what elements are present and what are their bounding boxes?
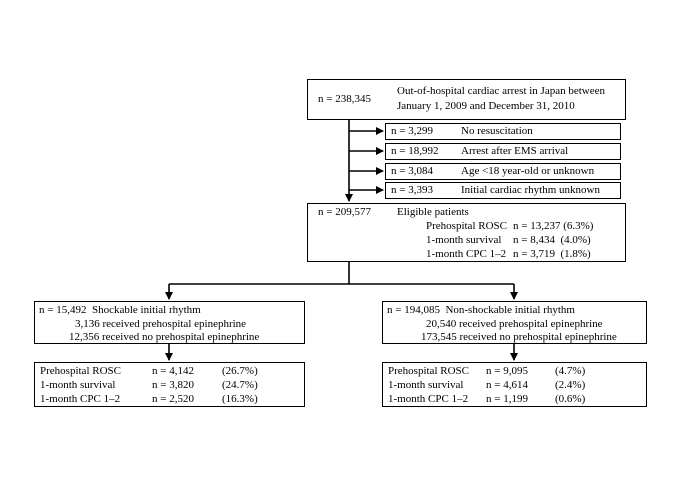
nonshockable-header: n = 194,085 Non-shockable initial rhythm [387,304,575,316]
eligible-n: n = 209,577 [318,206,371,218]
nonshockable-outcomes-box [382,362,647,407]
eligible-row-value-3: n = 3,719 (1.8%) [513,248,591,260]
exclusion-n-1: n = 3,299 [391,125,433,137]
exclusion-label-2: Arrest after EMS arrival [461,145,569,157]
exclusion-label-4: Initial cardiac rhythm unknown [461,184,600,196]
exclusion-n-2: n = 18,992 [391,145,439,157]
shockable-outcomes-box [34,362,305,407]
eligible-row-value-2: n = 8,434 (4.0%) [513,234,591,246]
eligible-row-value-1: n = 13,237 (6.3%) [513,220,594,232]
shockable-outcome-n-2: n = 3,820 [152,379,194,391]
nonshockable-outcome-n-3: n = 1,199 [486,393,528,405]
nonshockable-outcome-label-3: 1-month CPC 1–2 [388,393,469,405]
eligible-row-label-1: Prehospital ROSC [426,220,507,232]
shockable-box [34,301,305,344]
exclusion-n-4: n = 3,393 [391,184,433,196]
nonshockable-outcome-pct-1: (4.7%) [555,365,586,377]
exclusion-box-3 [385,163,621,180]
shockable-no-epinephrine: 12,356 received no prehospital epinephri… [69,331,260,343]
nonshockable-box [382,301,647,344]
shockable-outcome-pct-3: (16.3%) [222,393,258,405]
eligible-row-label-2: 1-month survival [426,234,502,246]
nonshockable-outcome-pct-2: (2.4%) [555,379,586,391]
total-description-line2: January 1, 2009 and December 31, 2010 [397,100,575,112]
exclusion-n-3: n = 3,084 [391,165,433,177]
exclusion-box-4 [385,182,621,199]
total-description-line1: Out-of-hospital cardiac arrest in Japan … [397,85,605,97]
eligible-label: Eligible patients [397,206,469,218]
nonshockable-outcome-pct-3: (0.6%) [555,393,586,405]
shockable-outcome-pct-2: (24.7%) [222,379,258,391]
shockable-epinephrine: 3,136 received prehospital epinephrine [75,318,247,330]
exclusion-box-2 [385,143,621,160]
shockable-outcome-label-1: Prehospital ROSC [40,365,121,377]
exclusion-label-3: Age <18 year-old or unknown [461,165,595,177]
nonshockable-outcome-n-2: n = 4,614 [486,379,528,391]
shockable-outcome-label-3: 1-month CPC 1–2 [40,393,121,405]
nonshockable-outcome-label-2: 1-month survival [388,379,464,391]
shockable-header: n = 15,492 Shockable initial rhythm [39,304,201,316]
nonshockable-outcome-n-1: n = 9,095 [486,365,528,377]
shockable-outcome-pct-1: (26.7%) [222,365,258,377]
total-population-box [307,79,626,120]
nonshockable-no-epinephrine: 173,545 received no prehospital epinephr… [421,331,617,343]
shockable-outcome-n-1: n = 4,142 [152,365,194,377]
total-n: n = 238,345 [318,93,371,105]
eligible-box [307,203,626,262]
eligible-row-label-3: 1-month CPC 1–2 [426,248,507,260]
nonshockable-epinephrine: 20,540 received prehospital epinephrine [426,318,603,330]
exclusion-box-1 [385,123,621,140]
nonshockable-outcome-label-1: Prehospital ROSC [388,365,469,377]
exclusion-label-1: No resuscitation [461,125,533,137]
shockable-outcome-label-2: 1-month survival [40,379,116,391]
shockable-outcome-n-3: n = 2,520 [152,393,194,405]
